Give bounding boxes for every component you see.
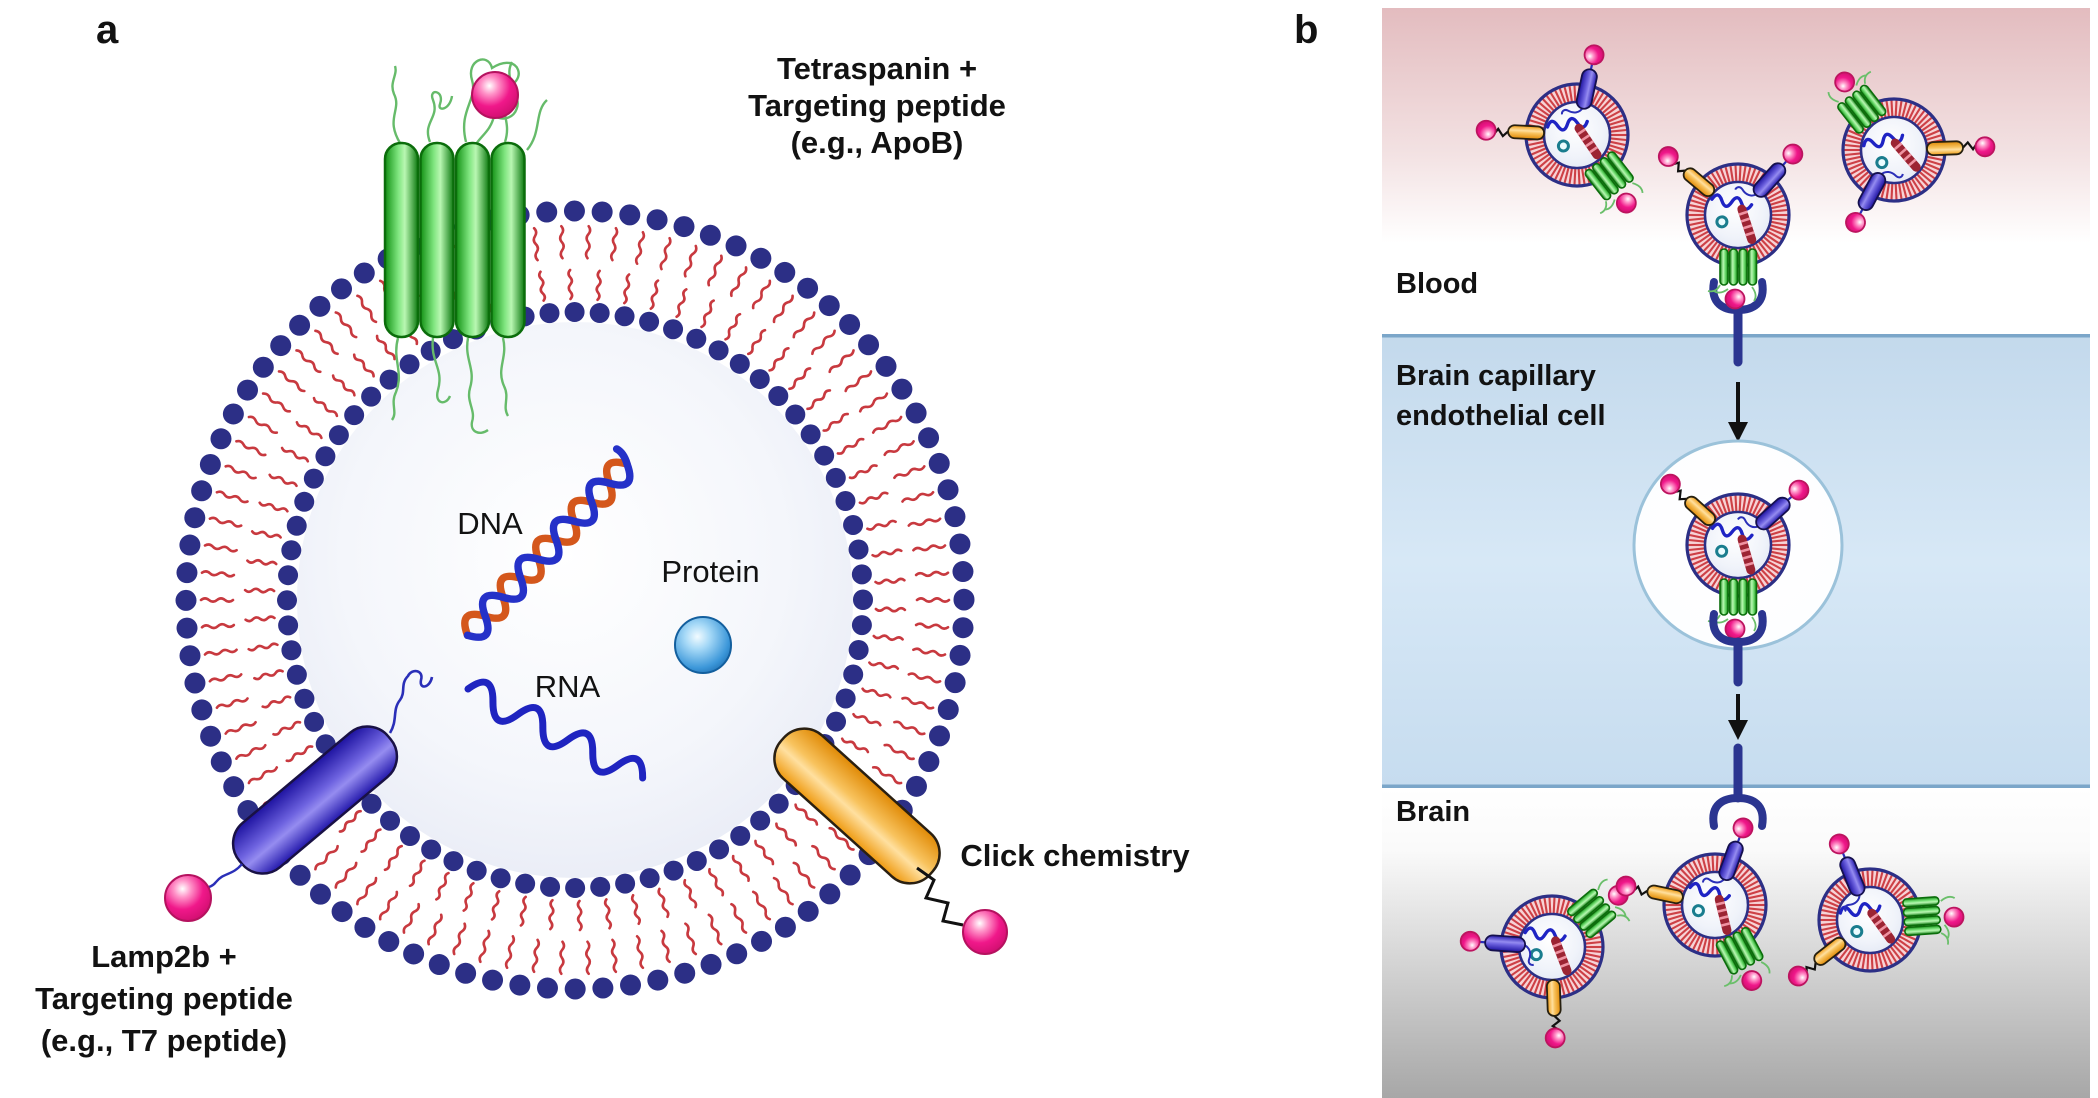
targeting-peptide-sphere bbox=[471, 71, 519, 119]
endothelial-label-line1: Brain capillary bbox=[1396, 360, 1596, 392]
dna-helix bbox=[461, 445, 634, 641]
tetraspanin-label: Tetraspanin + Targeting peptide (e.g., A… bbox=[677, 50, 1077, 161]
rna-label: RNA bbox=[534, 669, 601, 704]
protein-label: Protein bbox=[661, 554, 760, 589]
protein-sphere bbox=[674, 616, 732, 674]
tetraspanin-label-line3: (e.g., ApoB) bbox=[790, 125, 964, 160]
surface-receptor bbox=[1713, 282, 1762, 367]
outer-lipid-heads bbox=[175, 200, 975, 1000]
panel-b-letter: b bbox=[1294, 8, 1319, 52]
click-chemistry-complex bbox=[773, 727, 1008, 955]
click-chemistry-label: Click chemistry bbox=[960, 838, 1190, 873]
lamp2b-antenna bbox=[388, 669, 434, 734]
dna-label: DNA bbox=[457, 506, 523, 541]
linker-zigzag bbox=[916, 866, 964, 927]
lamp2b-label-line2: Targeting peptide bbox=[35, 981, 293, 1016]
panel-a-letter: a bbox=[96, 8, 119, 52]
exocytosis-arrow bbox=[1728, 694, 1748, 740]
endothelial-label-line2: endothelial cell bbox=[1396, 400, 1606, 432]
targeting-peptide-sphere bbox=[962, 909, 1008, 955]
inner-lipid-heads bbox=[277, 302, 873, 898]
rna-strand bbox=[464, 678, 647, 782]
panel-a-exosome-diagram bbox=[164, 58, 1008, 1000]
lamp2b-complex bbox=[164, 669, 434, 922]
exosome-lumen bbox=[297, 322, 853, 878]
targeting-peptide-sphere bbox=[164, 874, 212, 922]
tetraspanin-complex bbox=[383, 58, 548, 434]
brain-label: Brain bbox=[1396, 796, 1471, 828]
lamp2b-label-line3: (e.g., T7 peptide) bbox=[40, 1023, 288, 1058]
blood-label: Blood bbox=[1396, 268, 1479, 300]
lamp2b-label-line1: Lamp2b + bbox=[91, 939, 237, 974]
tetraspanin-label-line2: Targeting peptide bbox=[748, 88, 1006, 123]
panel-b-bbb-transcytosis bbox=[1382, 8, 2090, 1098]
inner-lipid-tails bbox=[243, 268, 907, 932]
endothelial-cell-label: Brain capillary endothelial cell bbox=[1396, 356, 1606, 436]
endosomal-receptor bbox=[1713, 614, 1762, 687]
tetraspanin-label-line1: Tetraspanin + bbox=[776, 51, 978, 86]
basal-receptor bbox=[1713, 743, 1762, 826]
internalization-arrow bbox=[1728, 382, 1748, 442]
lamp2b-label: Lamp2b + Targeting peptide (e.g., T7 pep… bbox=[8, 936, 320, 1062]
